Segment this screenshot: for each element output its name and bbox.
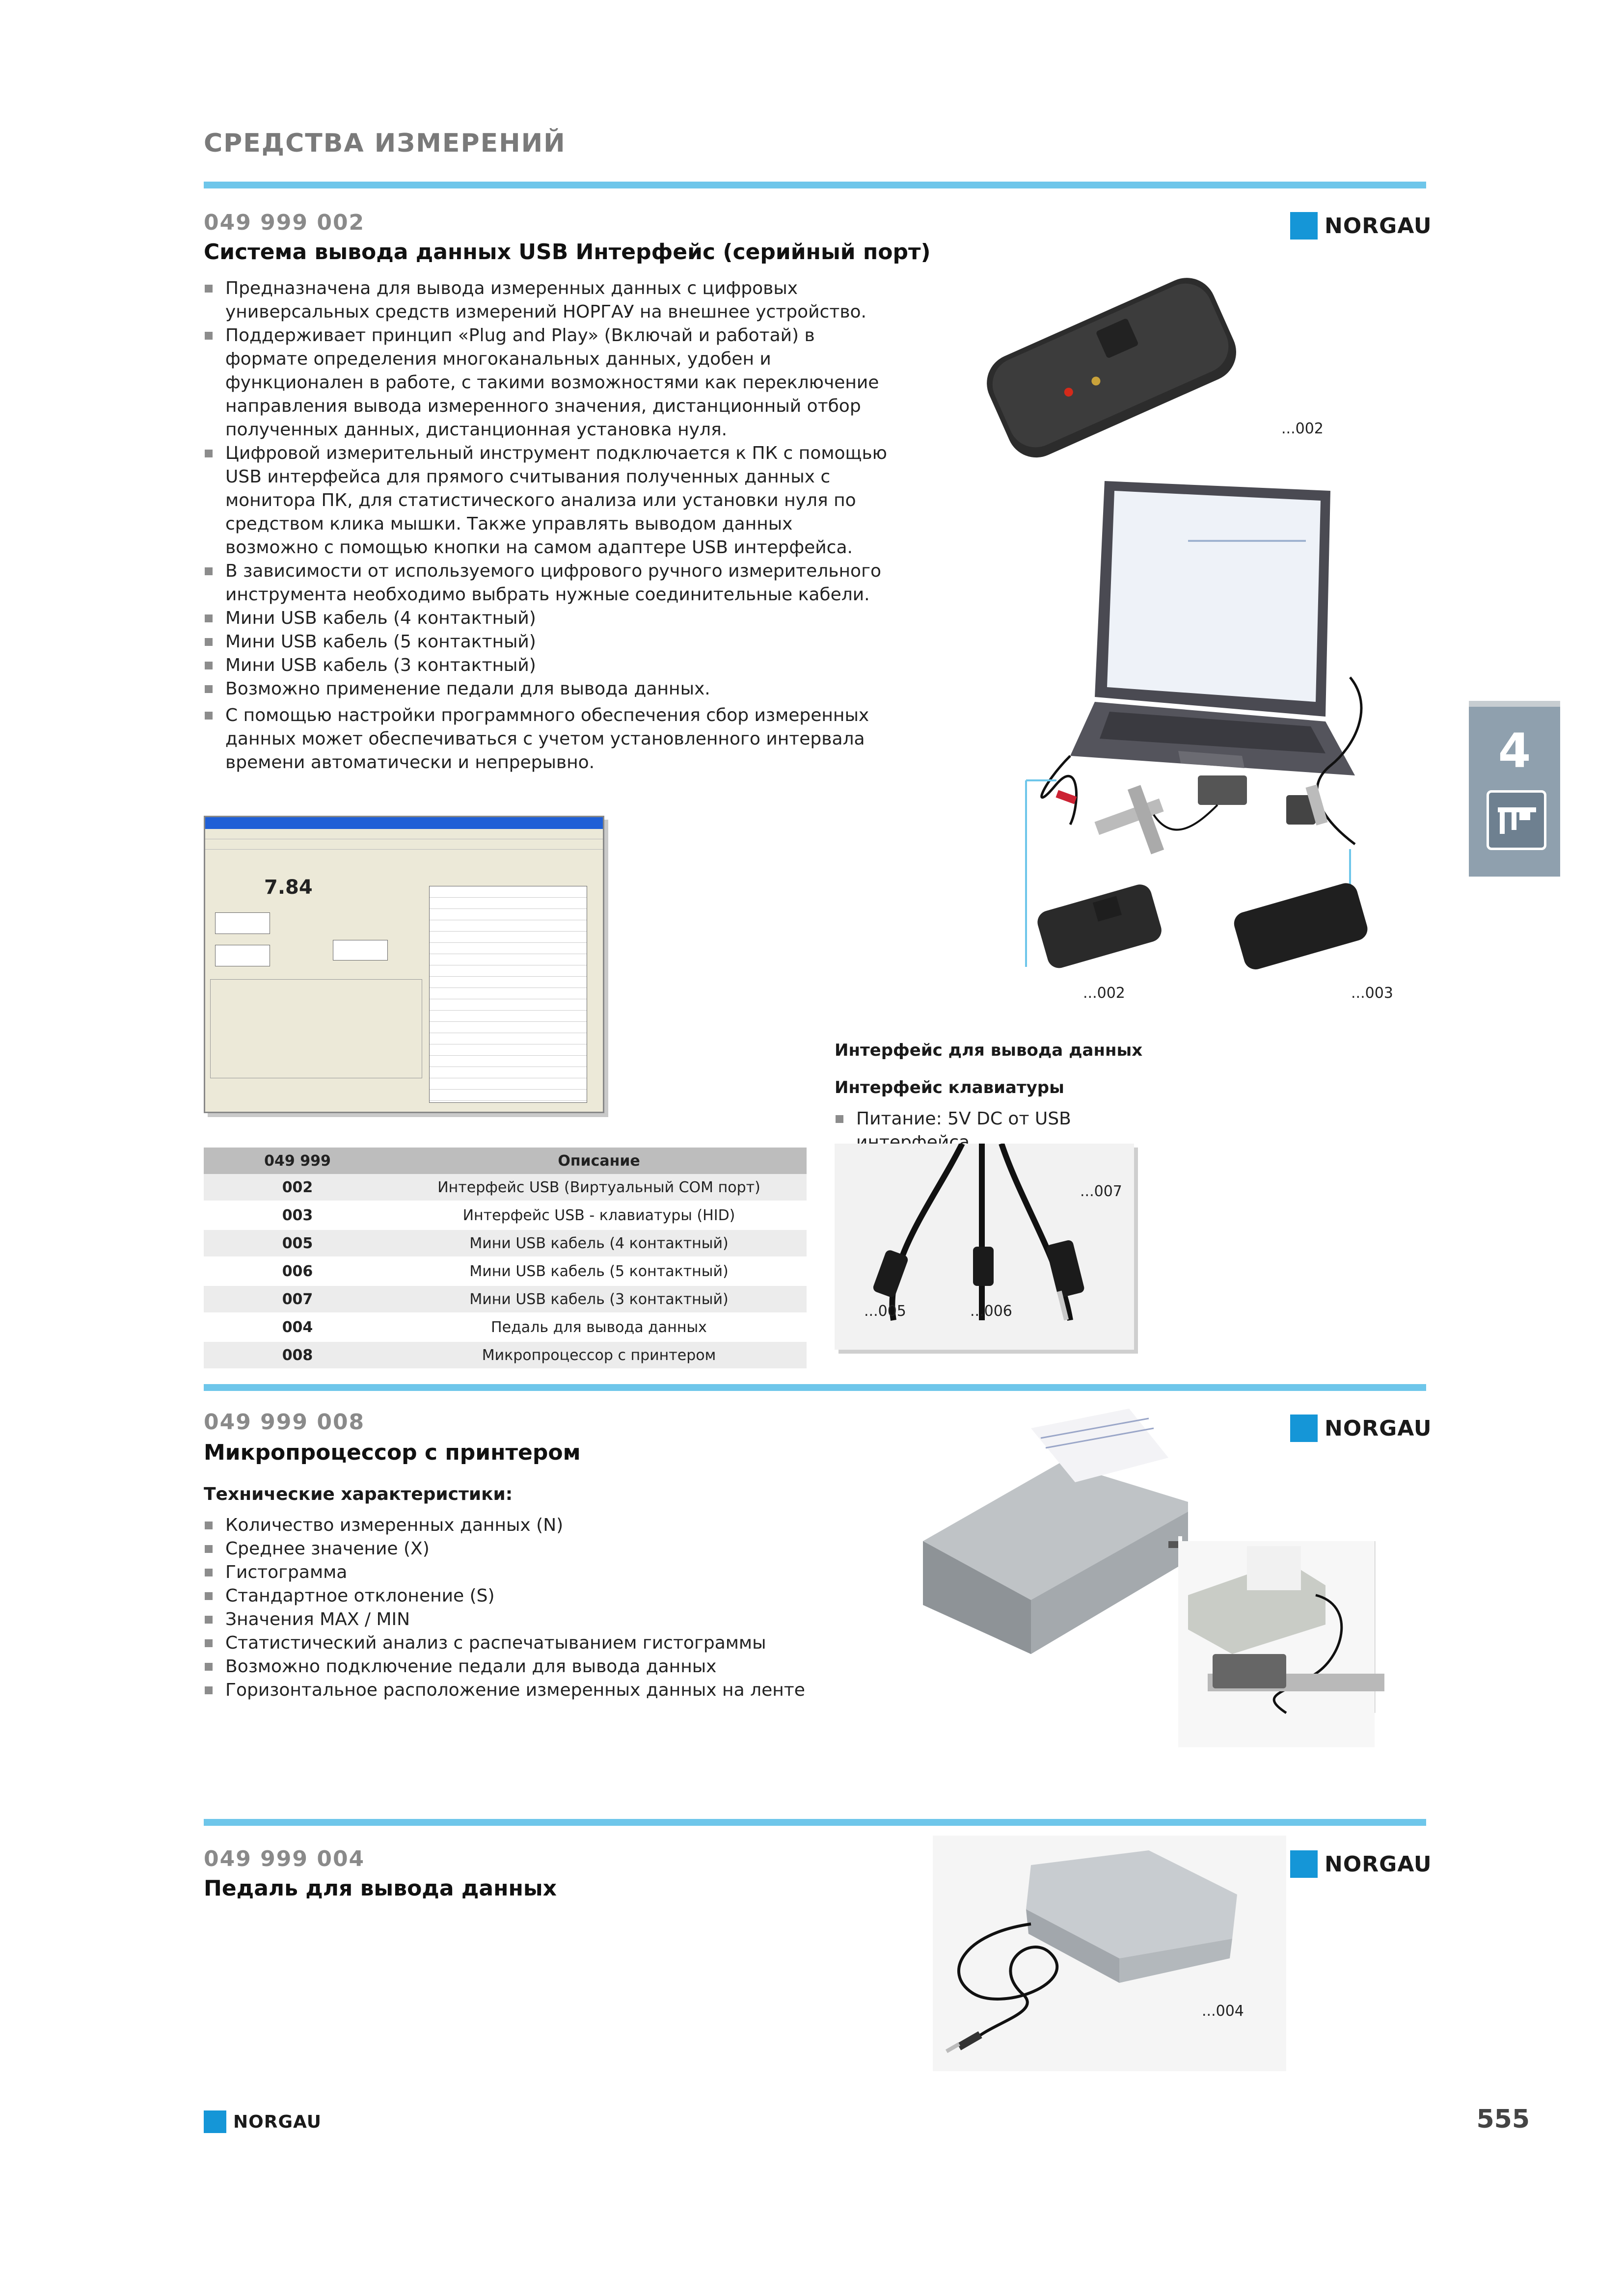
interface-heading: Интерфейс для вывода данных [835,1041,1143,1060]
product-title: Микропроцессор с принтером [204,1440,581,1465]
specs-heading: Технические характеристики: [204,1484,513,1504]
cables-photo [835,1142,1134,1350]
hold-button [215,912,270,934]
laptop-set-photo [1011,471,1384,1001]
list-item: Возможно подключение педали для вывода д… [204,1655,891,1679]
list-item: Стандартное отклонение (S) [204,1584,891,1608]
list-item: Мини USB кабель (5 контактный) [204,630,891,654]
brand-square-icon [204,2110,226,2133]
list-item: Поддерживает принцип «Plug and Play» (Вк… [204,324,891,442]
section-title: СРЕДСТВА ИЗМЕРЕНИЙ [204,129,566,158]
software-screenshot: 7.84 [204,816,604,1113]
brand-square-icon [1290,212,1318,240]
list-item: Мини USB кабель (3 контактный) [204,654,891,677]
start-button [333,940,388,961]
product-code: 049 999 008 [204,1410,365,1435]
divider [204,182,1426,188]
menu-bar [205,829,603,839]
list-item: Возможно применение педали для вывода да… [204,677,891,701]
table-header-code: 049 999 [204,1148,391,1174]
list-item: Мини USB кабель (4 контактный) [204,607,891,630]
product-code: 049 999 004 [204,1846,365,1871]
list-item: С помощью настройки программного обеспеч… [204,704,891,774]
chapter-tab[interactable]: 4 [1469,701,1560,877]
brand-logo: NORGAU [1290,1415,1432,1442]
stats-panel [210,979,422,1078]
brand-logo: NORGAU [1290,1850,1432,1878]
chapter-number: 4 [1498,723,1531,778]
photo-label: ...005 [864,1303,906,1320]
list-item: Статистический анализ с распечатыванием … [204,1631,891,1655]
printer-photo [913,1399,1434,1772]
list-item: Количество измеренных данных (N) [204,1514,891,1537]
photo-label: ...003 [1351,985,1393,1002]
brand-square-icon [1290,1415,1318,1442]
brand-square-icon [1290,1850,1318,1878]
caliper-icon [1487,790,1546,850]
divider [204,1384,1426,1391]
table-header-description: Описание [391,1148,807,1174]
photo-label: ...002 [1281,420,1324,437]
window-titlebar [205,817,603,829]
reading-value: 7.84 [264,876,313,899]
page-number: 555 [1476,2105,1530,2134]
toolbar [205,839,603,850]
brand-logo: NORGAU [1290,212,1432,240]
list-item: Среднее значение (X) [204,1537,891,1561]
product-code: 049 999 002 [204,210,365,235]
list-item: Цифровой измерительный инструмент подклю… [204,442,891,560]
usb-interface-photo [962,245,1257,481]
keyboard-heading: Интерфейс клавиатуры [835,1078,1064,1097]
feature-list: Предназначена для вывода измеренных данн… [204,277,891,774]
list-item: В зависимости от используемого цифрового… [204,560,891,607]
specs-list: Количество измеренных данных (N) Среднее… [204,1514,891,1702]
photo-label: ...006 [970,1303,1012,1320]
list-item: Гистограмма [204,1561,891,1584]
pedal-photo [933,1836,1286,2071]
list-item: Значения MAX / MIN [204,1608,891,1631]
product-title: Система вывода данных USB Интерфейс (сер… [204,240,931,265]
data-grid [429,886,587,1103]
photo-label: ...007 [1080,1183,1122,1200]
divider [204,1819,1426,1826]
footer-brand-logo: NORGAU [204,2110,322,2133]
photo-label: ...002 [1083,985,1125,1002]
product-title: Педаль для вывода данных [204,1876,557,1901]
list-item: Предназначена для вывода измеренных данн… [204,277,891,324]
table-header-row: 049 999 Описание [204,1148,807,1174]
photo-label: ...004 [1202,2002,1244,2020]
zero-button [215,945,270,966]
list-item: Горизонтальное расположение измеренных д… [204,1679,891,1702]
